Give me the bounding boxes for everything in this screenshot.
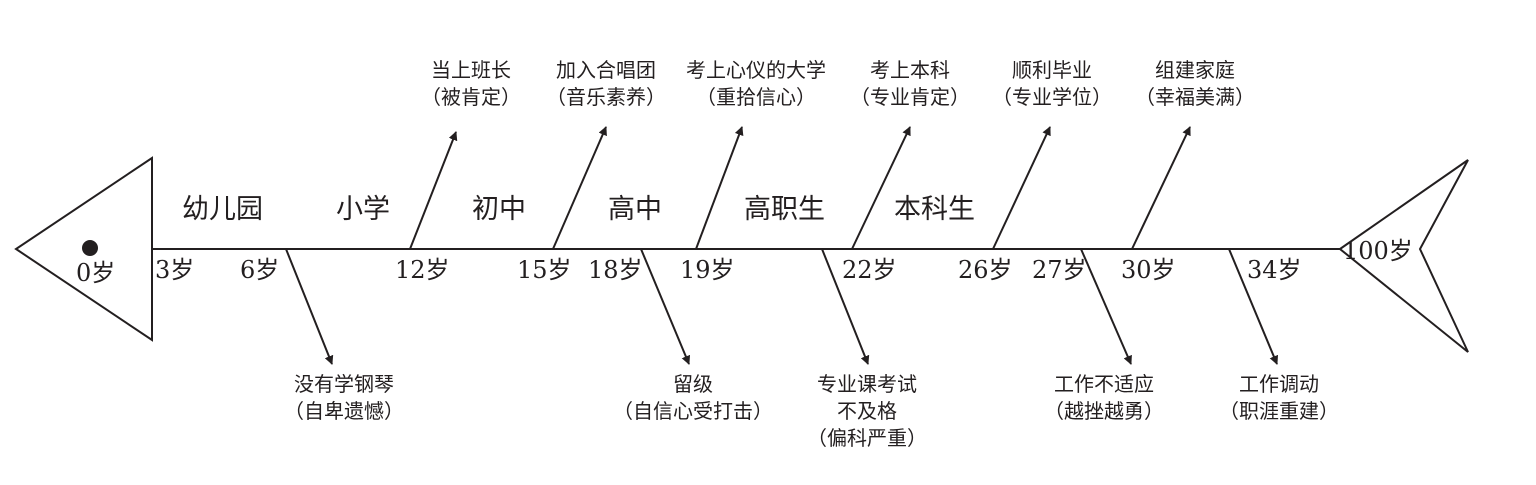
event-line: 工作调动 bbox=[1239, 372, 1319, 396]
event-line: （自卑遗憾） bbox=[284, 399, 404, 423]
event-note: （幸福美满） bbox=[1135, 85, 1255, 109]
event-line: （自信心受打击） bbox=[613, 399, 773, 423]
event-note: （被肯定） bbox=[421, 85, 521, 109]
stage-label-kindergarten: 幼儿园 bbox=[182, 194, 263, 225]
event-down-27: 工作不适应 （越挫越勇） bbox=[1044, 372, 1164, 423]
age-label-27: 27岁 bbox=[1032, 256, 1087, 284]
event-line: 专业课考试 bbox=[817, 372, 917, 396]
down-arrow-34 bbox=[1228, 248, 1279, 365]
age-label-34: 34岁 bbox=[1247, 256, 1302, 284]
up-arrow-19 bbox=[695, 126, 744, 250]
up-arrow-22 bbox=[851, 126, 911, 250]
stage-label-vocational: 高职生 bbox=[744, 194, 825, 225]
stage-label-primary: 小学 bbox=[336, 194, 390, 225]
event-down-6: 没有学钢琴 （自卑遗憾） bbox=[284, 372, 404, 423]
event-up-22: 考上本科 （专业肯定） bbox=[850, 58, 970, 109]
event-up-30: 组建家庭 （幸福美满） bbox=[1135, 58, 1255, 109]
event-title: 组建家庭 bbox=[1155, 58, 1235, 82]
event-down-34: 工作调动 （职涯重建） bbox=[1219, 372, 1339, 423]
event-title: 顺利毕业 bbox=[1012, 58, 1092, 82]
age-label-6: 6岁 bbox=[240, 256, 279, 284]
event-down-22: 专业课考试 不及格 （偏科严重） bbox=[807, 372, 927, 450]
fish-eye-dot bbox=[82, 240, 98, 256]
age-label-100: 100岁 bbox=[1343, 237, 1413, 265]
event-note: （音乐素养） bbox=[546, 85, 666, 109]
up-arrow-26 bbox=[992, 126, 1051, 250]
event-down-18: 留级 （自信心受打击） bbox=[613, 372, 773, 423]
event-up-26: 顺利毕业 （专业学位） bbox=[992, 58, 1112, 109]
event-note: （专业肯定） bbox=[850, 85, 970, 109]
event-line: （偏科严重） bbox=[807, 426, 927, 450]
event-line: （越挫越勇） bbox=[1044, 399, 1164, 423]
event-note: （专业学位） bbox=[992, 85, 1112, 109]
event-title: 当上班长 bbox=[431, 58, 511, 82]
event-title: 考上本科 bbox=[870, 58, 950, 82]
event-title: 考上心仪的大学 bbox=[686, 58, 826, 82]
event-line: 留级 bbox=[673, 372, 713, 396]
event-title: 加入合唱团 bbox=[556, 58, 656, 82]
stage-label-junior-high: 初中 bbox=[472, 194, 526, 225]
age-label-22: 22岁 bbox=[842, 256, 897, 284]
stage-label-senior-high: 高中 bbox=[608, 194, 662, 225]
event-up-12: 当上班长 （被肯定） bbox=[421, 58, 521, 109]
down-arrow-18 bbox=[640, 248, 691, 365]
fish-tail-shape bbox=[1338, 159, 1469, 353]
stage-label-undergraduate: 本科生 bbox=[894, 194, 975, 225]
event-note: （重拾信心） bbox=[696, 85, 816, 109]
age-label-18: 18岁 bbox=[588, 256, 643, 284]
event-up-19: 考上心仪的大学 （重拾信心） bbox=[686, 58, 826, 109]
age-label-3: 3岁 bbox=[155, 256, 194, 284]
age-label-26: 26岁 bbox=[958, 256, 1013, 284]
down-arrow-27 bbox=[1080, 248, 1132, 365]
age-label-15: 15岁 bbox=[517, 256, 572, 284]
event-line: （职涯重建） bbox=[1219, 399, 1339, 423]
event-line: 工作不适应 bbox=[1054, 372, 1154, 396]
age-label-12: 12岁 bbox=[395, 256, 450, 284]
event-line: 没有学钢琴 bbox=[294, 372, 394, 396]
down-arrow-6 bbox=[285, 248, 334, 365]
up-arrow-30 bbox=[1131, 126, 1191, 250]
up-arrow-12 bbox=[409, 131, 458, 250]
event-up-15: 加入合唱团 （音乐素养） bbox=[546, 58, 666, 109]
event-line: 不及格 bbox=[837, 399, 897, 423]
age-label-0: 0岁 bbox=[76, 259, 115, 287]
up-arrow-15 bbox=[552, 126, 607, 250]
down-arrow-22 bbox=[821, 248, 870, 365]
age-label-19: 19岁 bbox=[680, 256, 735, 284]
age-label-30: 30岁 bbox=[1121, 256, 1176, 284]
